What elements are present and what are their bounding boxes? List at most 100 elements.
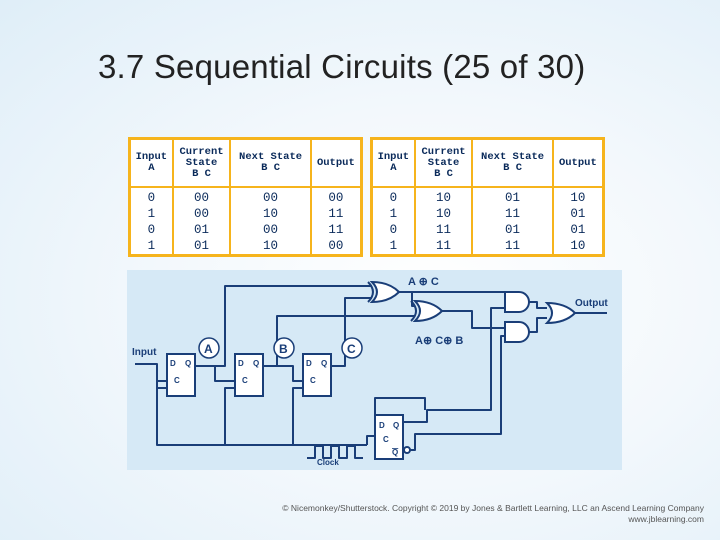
ff-c-c-pin: C: [310, 376, 316, 385]
ff-c-name: C: [347, 342, 356, 356]
or-gate: [544, 301, 577, 325]
table-cell: 0: [370, 187, 416, 206]
clock-to-output-ff: [366, 435, 375, 445]
out-ff-d-pin: D: [379, 421, 385, 430]
website-text: www.jblearning.com: [628, 514, 704, 524]
clock-label: Clock: [317, 458, 339, 467]
clock-bus: [156, 378, 367, 446]
table-cell: 0: [128, 222, 174, 238]
xor2-label: A⊕ C⊕ B: [415, 335, 463, 347]
table-cell: 11: [471, 206, 554, 222]
and-gate-1: [504, 291, 530, 313]
wire-xor1-to-and1: [399, 291, 506, 298]
table-cell: 0: [370, 222, 416, 238]
wire-and1-to-or: [529, 301, 547, 309]
wire-loop: [374, 397, 426, 422]
out-ff-c-pin: C: [383, 435, 389, 444]
wire-xor2-to-and2: [442, 310, 505, 329]
table-cell: 00: [229, 187, 312, 206]
xor-gate-2: [412, 299, 444, 323]
ff-b-name: B: [279, 342, 288, 356]
flipflop-c: [302, 353, 332, 397]
copyright-text: © Nicemonkey/Shutterstock. Copyright © 2…: [282, 503, 704, 513]
table-header-cell: Output: [551, 137, 605, 188]
slide-title: 3.7 Sequential Circuits (25 of 30): [98, 48, 586, 85]
clock-waveform: [307, 445, 363, 459]
table-cell: 01: [171, 238, 232, 256]
circuit-diagram: A B C Input Output Clock A ⊕ C A⊕ C⊕ B D…: [127, 270, 622, 470]
ff-a-d-pin: D: [170, 359, 176, 368]
ff-c-d-pin: D: [306, 359, 312, 368]
flipflop-b: [234, 353, 264, 397]
table-cell: 1: [128, 206, 174, 222]
table-cell: 11: [309, 222, 363, 238]
wire-a-to-ffb: [193, 365, 235, 382]
table-cell: 11: [413, 238, 474, 256]
table-header-cell: Next State B C: [229, 137, 312, 188]
table-header-cell: Input A: [128, 137, 174, 188]
xor-gate-1: [369, 280, 401, 304]
ff-a-q-pin: Q: [185, 359, 191, 368]
table-header-cell: Next State B C: [471, 137, 554, 188]
ff-b-d-pin: D: [238, 359, 244, 368]
table-header-cell: Output: [309, 137, 363, 188]
table-cell: 01: [171, 222, 232, 238]
table-header-cell: Current State B C: [413, 137, 474, 188]
table-header-cell: Input A: [370, 137, 416, 188]
out-ff-q-pin: Q: [393, 421, 399, 430]
wire-b-to-ffc: [277, 365, 303, 382]
table-cell: 0: [128, 187, 174, 206]
table-cell: 11: [309, 206, 363, 222]
table-cell: 1: [370, 206, 416, 222]
and-gate-2: [504, 321, 530, 343]
output-label: Output: [575, 298, 608, 309]
table-cell: 1: [128, 238, 174, 256]
table-cell: 01: [551, 222, 605, 238]
ff-b-badge: [273, 337, 295, 359]
qbar-bubble: [403, 446, 411, 454]
table-cell: 01: [551, 206, 605, 222]
input-label: Input: [132, 347, 157, 358]
table-cell: 01: [471, 187, 554, 206]
out-ff-qbar-pin: Q: [392, 448, 398, 457]
ff-b-q-pin: Q: [253, 359, 259, 368]
table-cell: 11: [413, 222, 474, 238]
xor1-label: A ⊕ C: [408, 276, 439, 288]
table-cell: 00: [171, 206, 232, 222]
table-header-cell: Current State B C: [171, 137, 232, 188]
wire-and2-to-or: [529, 317, 547, 333]
wire-c-to-xor1: [329, 297, 372, 367]
flipflop-a: [166, 353, 196, 397]
wire-qbar-to-and2: [403, 335, 505, 451]
table-cell: 00: [309, 238, 363, 256]
ff-a-c-pin: C: [174, 376, 180, 385]
ff-b-c-pin: C: [242, 376, 248, 385]
wire-q-to-and1: [403, 307, 505, 423]
table-cell: 10: [229, 238, 312, 256]
table-cell: 10: [413, 206, 474, 222]
footer-credit: © Nicemonkey/Shutterstock. Copyright © 2…: [282, 503, 704, 525]
input-wire: [135, 363, 167, 382]
table-cell: 01: [471, 222, 554, 238]
table-cell: 00: [171, 187, 232, 206]
table-cell: 00: [229, 222, 312, 238]
ff-a-name: A: [204, 342, 213, 356]
table-cell: 10: [551, 187, 605, 206]
circuit-schematic: A B C Input Output Clock A ⊕ C A⊕ C⊕ B D…: [132, 276, 608, 467]
ff-c-q-pin: Q: [321, 359, 327, 368]
table-cell: 1: [370, 238, 416, 256]
output-flipflop: [374, 414, 404, 460]
table-cell: 11: [471, 238, 554, 256]
